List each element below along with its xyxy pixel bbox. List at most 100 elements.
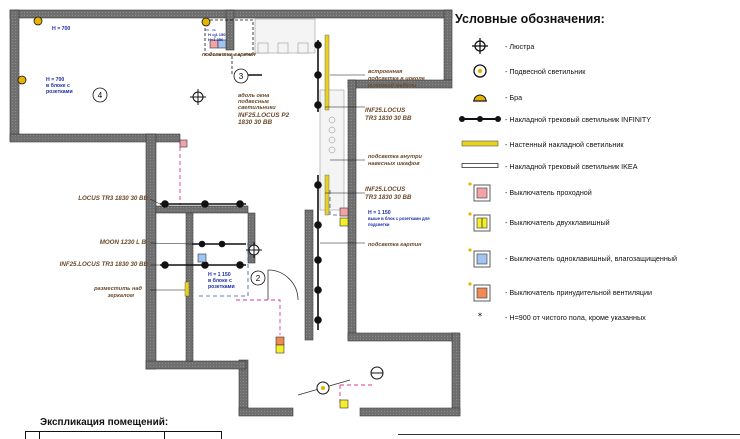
legend-row-switch-single: - Выключатель одноклавишный, влагозащище… — [455, 247, 678, 269]
explication-title: Экспликация помещений: — [40, 417, 169, 428]
h-small-2: Н=1 350 — [208, 37, 224, 42]
h1150-right-1: Н = 1 150 — [368, 210, 391, 216]
legend-row-ikea-track: - Накладной трековый светильник IKEA — [455, 157, 638, 175]
switch-single — [197, 253, 207, 263]
h1150-bath-2: в блоке с — [208, 277, 232, 284]
infinity-tracks — [160, 40, 322, 330]
label-vdol-okna-2: подвесные — [238, 99, 269, 105]
label-kitchen-1: встроенная — [368, 69, 403, 75]
legend-row-infinity-track: - Накладной трековый светильник INFINITY — [455, 110, 651, 128]
legend-label-pendant: - Подвесной светильник — [505, 66, 586, 76]
label-podsvetka-shkafov-2: навесных шкафов — [368, 160, 420, 167]
legend-label-ikea-track: - Накладной трековый светильник IKEA — [505, 161, 638, 171]
label-inf-locus-mid-2: TR3 1830 30 BB — [365, 194, 412, 201]
sconce-icon — [201, 17, 211, 27]
chandelier-icon — [246, 242, 262, 258]
switch-pass — [179, 139, 188, 148]
switch-pass — [339, 207, 349, 217]
wall-right-bottom — [347, 332, 459, 342]
legend-title: Условные обозначения: — [455, 12, 605, 26]
explication-table — [25, 431, 222, 439]
chandelier-icon — [190, 89, 206, 105]
wall-light-icon — [455, 140, 505, 148]
wall-bottom-b — [359, 407, 461, 417]
switch-double — [275, 344, 285, 354]
switch-single-icon — [455, 247, 505, 269]
door-arc — [267, 269, 299, 301]
legend-row-switch-double: - Выключатель двухклавишный — [455, 212, 610, 232]
legend-row-sconce: - Бра — [455, 88, 522, 106]
sconce-icon — [455, 90, 505, 104]
legend-row-switch-vent: - Выключатель принудительной вентиляции — [455, 282, 653, 302]
sheet-frame-line — [398, 434, 740, 435]
legend-label-switch-pass: - Выключатель проходной — [505, 187, 592, 197]
wall-left-mid — [9, 133, 181, 143]
switches — [179, 39, 349, 409]
label-podsvetka-kartin-top: подсветка картин — [202, 52, 256, 58]
ikea-track-icon — [455, 162, 505, 170]
label-vdol-okna-4: INF25.LOCUS P2 — [238, 112, 290, 119]
wall-partition-top — [225, 9, 235, 51]
room-number-3: 3 — [239, 72, 244, 81]
legend-label-sconce: - Бра — [505, 92, 523, 102]
wall-corridor — [304, 209, 314, 341]
pendant-icon — [316, 381, 330, 395]
legend-label-infinity-track: - Накладной трековый светильник INFINITY — [505, 114, 652, 124]
h700-top-label: Н = 700 — [52, 26, 70, 32]
label-vdol-okna-1: вдоль окна — [238, 93, 269, 99]
room-number-4: 4 — [98, 91, 103, 100]
strip-corridor — [324, 174, 330, 216]
h700-left-2: в блоке с — [46, 82, 70, 89]
label-vdol-okna-5: 1830 30 BB — [238, 119, 272, 126]
strip-kitchen — [324, 34, 330, 111]
label-inf-locus-mid-1: INF25.LOCUS — [365, 186, 406, 193]
asterisk-icon: * — [477, 312, 483, 322]
legend-row-wall-light: - Настенный накладной светильник — [455, 135, 624, 153]
label-razmestit-2: зеркалом — [108, 293, 135, 299]
label-kitchen-3: кухонной мебели — [368, 82, 417, 89]
h-small-1: Н = 1 150 — [208, 32, 226, 37]
wall-bottom-mid — [145, 360, 247, 370]
switch-single — [217, 39, 227, 49]
wiring-pink-2 — [236, 299, 281, 335]
legend-label-switch-single: - Выключатель одноклавишный, влагозащище… — [505, 253, 678, 263]
label-inf-locus-left: INF25.LOCUS TR3 1830 30 BB — [60, 261, 149, 268]
height-annotations: Н = 700 Н = 700 в блоке с розетками Н = … — [46, 26, 430, 290]
h700-left-3: розетками — [46, 89, 73, 95]
legend-row-chandelier: - Люстра — [455, 37, 534, 55]
wiring-black — [204, 19, 254, 75]
wall-bath-right — [247, 212, 256, 264]
wall-right-mid — [347, 79, 357, 341]
strip-mirror — [184, 281, 190, 297]
pendant-icon — [455, 62, 505, 80]
h1150-right-2: выше в блок с розетками для — [368, 216, 430, 221]
legend-row-switch-pass: - Выключатель проходной — [455, 182, 592, 202]
label-kitchen-2: подсветка в цоколе — [368, 76, 425, 82]
legend-label-wall-light: - Настенный накладной светильник — [505, 139, 624, 149]
label-inf-locus-top-2: TR3 1830 30 BB — [365, 115, 412, 122]
legend-label-height-note: - Н=900 от чистого пола, кроме указанных — [505, 312, 646, 322]
kitchen-furniture — [254, 18, 345, 211]
explication-col-divider — [39, 432, 40, 439]
leader-lines — [149, 53, 365, 291]
label-moon: MOON 1230 L B — [100, 239, 147, 246]
h1150-right-3: подсветки — [368, 222, 390, 227]
walls — [9, 9, 461, 417]
chandelier-icon — [455, 37, 505, 55]
wall-bottom-a — [238, 407, 294, 417]
legend-label-chandelier: - Люстра — [505, 41, 535, 51]
label-podsvetka-kartin-right: подсветка картин — [368, 242, 422, 248]
led-strips — [184, 34, 330, 297]
wall-bath-top — [155, 205, 249, 214]
explication-col-divider — [164, 432, 165, 439]
legend-label-switch-vent: - Выключатель принудительной вентиляции — [505, 287, 653, 297]
h700-left-1: Н = 700 — [46, 77, 64, 83]
sconce-icon — [33, 16, 43, 26]
wall-left-upper — [9, 9, 20, 141]
wall-far-right — [451, 332, 461, 416]
wall-right-top — [443, 9, 453, 81]
legend-label-switch-double: - Выключатель двухклавишный — [505, 217, 610, 227]
legend-row-pendant: - Подвесной светильник — [455, 62, 585, 80]
